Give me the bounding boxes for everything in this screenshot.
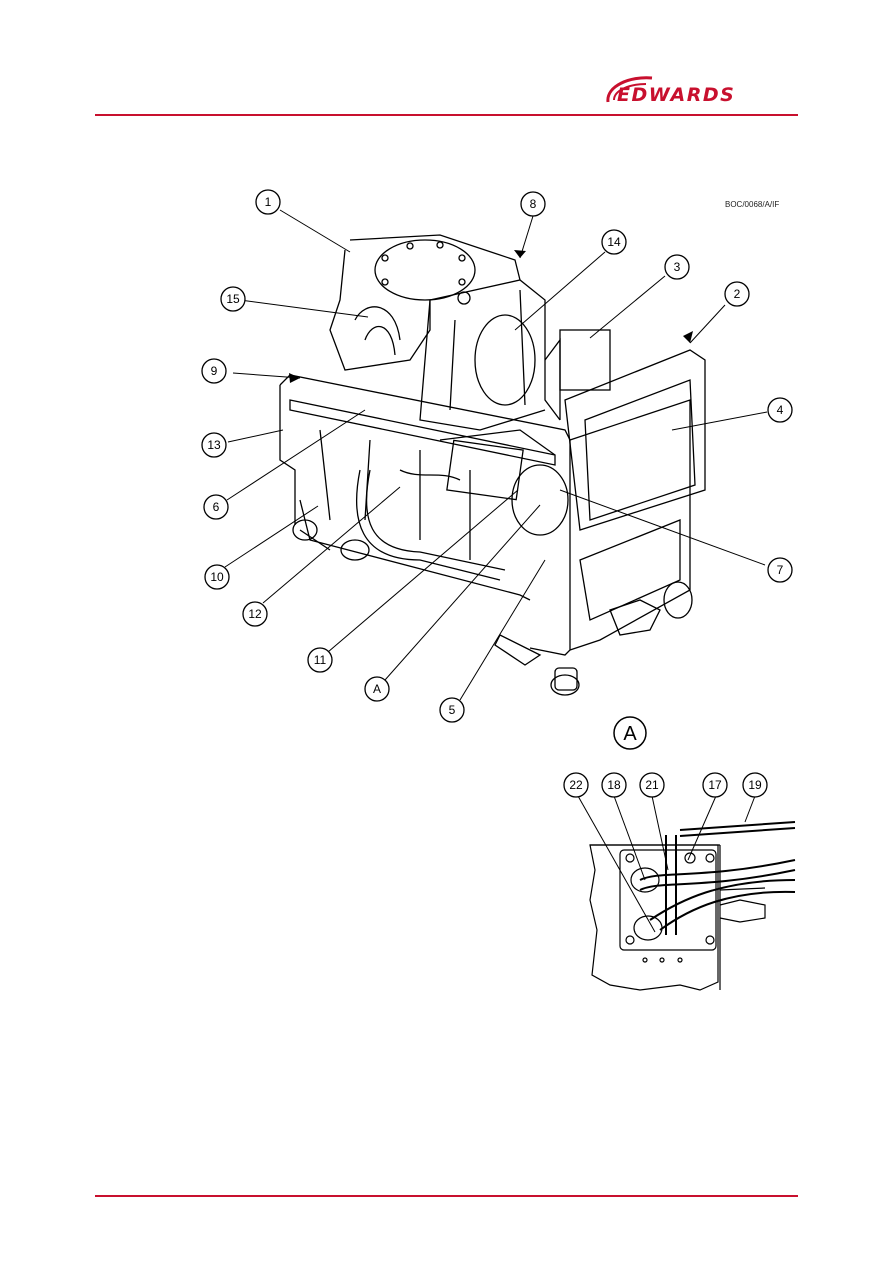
callout-10: 10 [204, 564, 230, 590]
callout-22: 22 [563, 772, 589, 798]
callout-18: 18 [601, 772, 627, 798]
callout-11: 11 [307, 647, 333, 673]
svg-text:21: 21 [645, 778, 659, 792]
callout-9: 9 [201, 358, 227, 384]
svg-text:6: 6 [213, 500, 220, 514]
callouts: 1 8 14 3 2 15 9 4 13 6 7 10 12 11 A 5 [201, 189, 793, 723]
svg-text:8: 8 [530, 197, 537, 211]
callout-13: 13 [201, 432, 227, 458]
detail-leader-lines [577, 795, 756, 933]
callout-15: 15 [220, 286, 246, 312]
svg-text:22: 22 [569, 778, 583, 792]
svg-text:10: 10 [210, 570, 224, 584]
callout-6: 6 [203, 494, 229, 520]
detail-a-label: A [613, 716, 647, 750]
svg-text:A: A [373, 682, 381, 696]
svg-text:9: 9 [211, 364, 218, 378]
callout-17: 17 [702, 772, 728, 798]
callout-5: 5 [439, 697, 465, 723]
pump-assembly [279, 234, 706, 696]
callout-14: 14 [601, 229, 627, 255]
brand-name: EDWARDS [617, 84, 736, 106]
callout-3: 3 [664, 254, 690, 280]
footer-rule [95, 1195, 798, 1197]
callout-2: 2 [724, 281, 750, 307]
svg-text:4: 4 [777, 403, 784, 417]
detail-a: A [563, 716, 796, 991]
svg-text:18: 18 [607, 778, 621, 792]
detail-callouts: 22 18 21 17 19 [563, 772, 768, 798]
svg-text:14: 14 [607, 235, 621, 249]
svg-text:1: 1 [265, 195, 272, 209]
header-rule [95, 114, 798, 116]
callout-4: 4 [767, 397, 793, 423]
svg-text:3: 3 [674, 260, 681, 274]
leader-lines [224, 209, 768, 701]
svg-text:5: 5 [449, 703, 456, 717]
svg-text:A: A [623, 723, 637, 745]
callout-12: 12 [242, 601, 268, 627]
svg-text:12: 12 [248, 607, 262, 621]
svg-text:7: 7 [777, 563, 784, 577]
edwards-logo [606, 76, 653, 103]
callout-A: A [364, 676, 390, 702]
svg-text:19: 19 [748, 778, 762, 792]
leader-arrows [289, 250, 693, 383]
svg-text:2: 2 [734, 287, 741, 301]
svg-text:11: 11 [314, 653, 327, 667]
callout-19: 19 [742, 772, 768, 798]
callout-21: 21 [639, 772, 665, 798]
callout-7: 7 [767, 557, 793, 583]
svg-text:15: 15 [226, 292, 240, 306]
callout-1: 1 [255, 189, 281, 215]
svg-text:13: 13 [207, 438, 221, 452]
callout-8: 8 [520, 191, 546, 217]
figure-reference: BOC/0068/A/IF [725, 200, 780, 209]
svg-text:17: 17 [708, 778, 722, 792]
detail-a-drawing [589, 821, 796, 991]
